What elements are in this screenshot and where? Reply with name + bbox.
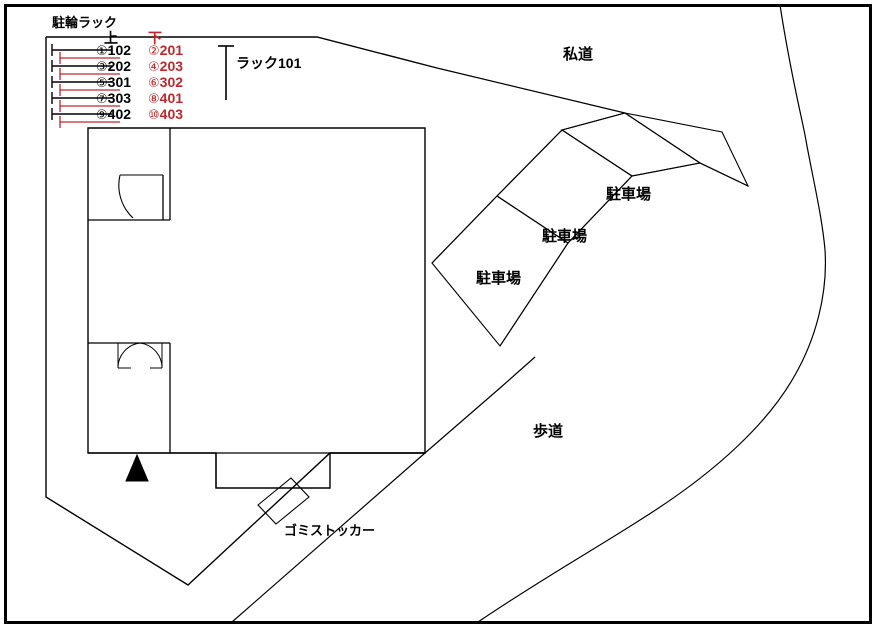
bike-rack-slot-room: 302 (159, 74, 184, 90)
bike-rack-slot-upper: ③202 (96, 58, 148, 75)
bike-rack-slot-upper: ⑦303 (96, 90, 148, 107)
label-parking-2: 駐車場 (542, 228, 588, 245)
label-trash-stocker: ゴミストッカー (284, 523, 376, 538)
parking-row-lower-edge (499, 162, 749, 347)
sidewalk-boundary (231, 452, 426, 623)
bike-rack-slot-number: ⑩ (148, 107, 160, 122)
bike-rack-slot-number: ① (96, 43, 108, 58)
double-swing-door (117, 342, 163, 369)
curved-road-boundary (477, 4, 827, 623)
bike-rack-slot-lower: ④203 (148, 58, 200, 75)
label-sidewalk: 歩道 (533, 423, 564, 440)
bike-rack-slot-number: ④ (148, 59, 160, 74)
bike-rack-slot-number: ⑥ (148, 75, 160, 90)
bike-rack-slot-number: ② (148, 43, 160, 58)
label-private-road: 私道 (563, 46, 594, 63)
bike-rack-slot-upper: ⑤301 (96, 74, 148, 91)
private-road-edge (436, 67, 626, 114)
bike-rack-slot-number: ⑨ (96, 107, 108, 122)
bike-rack-slot-room: 301 (107, 74, 132, 90)
bike-rack-column-upper-header: 上 (104, 30, 118, 46)
bike-rack-slot-room: 401 (159, 90, 184, 106)
bike-rack-slot-lower: ⑥302 (148, 74, 200, 91)
north-arrow-triangle (125, 453, 149, 482)
label-rack-101: ラック101 (236, 55, 302, 71)
bike-rack-slot-lower: ⑧401 (148, 90, 200, 107)
bike-rack-slot-number: ⑤ (96, 75, 108, 90)
page-border (4, 4, 872, 624)
bike-rack-slot-lower: ⑩403 (148, 106, 200, 123)
bike-rack-slot-room: 202 (107, 58, 132, 74)
bike-rack-slot-number: ③ (96, 59, 108, 74)
bike-rack-slot-number: ⑦ (96, 91, 108, 106)
sidewalk-boundary-upper (424, 356, 536, 454)
label-parking-3: 駐車場 (606, 186, 652, 203)
bike-rack-slot-lower: ②201 (148, 42, 200, 59)
bike-rack-column-lower-header: 下 (148, 30, 162, 46)
bike-rack-slot-room: 203 (159, 58, 184, 74)
bike-rack-title: 駐輪ラック (52, 15, 118, 30)
trash-stocker-box (257, 477, 310, 525)
label-parking-1: 駐車場 (476, 270, 522, 287)
lot-top-edge (46, 36, 438, 69)
bike-rack-slot-room: 201 (159, 42, 184, 58)
rack-101-bracket (218, 45, 234, 100)
parking-row-left-edge (431, 112, 626, 264)
building-outline (87, 127, 426, 489)
bike-rack-slot-upper: ①102 (96, 42, 148, 59)
single-swing-door (118, 174, 164, 220)
bike-rack-slot-number: ⑧ (148, 91, 160, 106)
bike-rack-slot-room: 403 (159, 106, 184, 122)
bike-rack-slot-room: 102 (107, 42, 132, 58)
bike-rack-slot-room: 402 (107, 106, 132, 122)
parking-block-right-cap (624, 112, 750, 188)
bike-rack-slot-room: 303 (107, 90, 132, 106)
bike-rack-slot-upper: ⑨402 (96, 106, 148, 123)
bike-rack-ticks (51, 44, 120, 128)
